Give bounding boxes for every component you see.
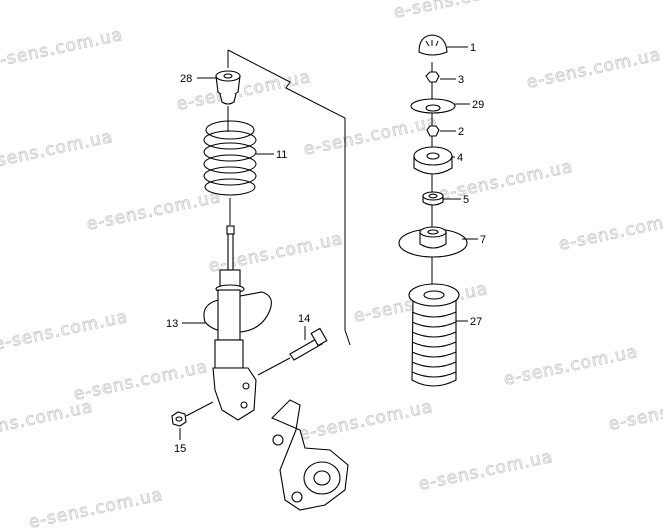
part-13-shock-absorber [203,225,272,421]
watermark: e-sens.com.ua [557,207,663,255]
watermark: e-sens.com.ua [85,187,223,235]
watermark: e-sens.com.ua [417,447,555,495]
watermark: e-sens.com.ua [502,342,640,390]
watermark: e-sens.com.ua [0,25,125,73]
callout-5: 5 [463,194,469,206]
watermark: e-sens.com.ua [0,307,130,355]
part-27-dust-boot [408,283,460,387]
callout-7: 7 [480,234,486,246]
assembly-bracket-line [227,49,351,346]
callout-27: 27 [470,316,482,328]
watermark: e-sens.com.ua [437,157,575,205]
callouts: 1 3 29 2 4 5 7 27 28 11 13 14 15 [166,42,486,455]
part-5-bearing [422,191,444,206]
part-14-bolt [289,327,328,361]
callout-3: 3 [458,74,464,86]
part-4-strut-mount [413,146,453,175]
callout-2: 2 [458,126,464,138]
part-15-nut [171,411,187,427]
callout-4: 4 [457,152,463,164]
watermark: e-sens.com.ua [27,485,165,530]
callout-28: 28 [180,73,192,85]
watermark: e-sens.com.ua [0,127,115,175]
watermark: e-sens.com.ua [607,387,663,435]
watermark: e-sens.com.ua [297,397,435,445]
leader-lines [182,46,478,324]
part-7-spring-seat [398,226,468,258]
part-28-bump-stop [215,70,241,105]
callout-29: 29 [472,99,484,111]
part-1-cap [418,34,448,56]
callout-13: 13 [166,318,178,330]
callout-11: 11 [276,149,287,161]
part-11-coil-spring [203,120,257,196]
callout-14: 14 [298,313,310,325]
watermark: e-sens.com.ua [0,397,95,445]
watermark: e-sens.com.ua [72,357,210,405]
steering-knuckle [271,399,349,511]
watermark: e-sens.com.ua [392,0,530,23]
callout-1: 1 [470,42,476,54]
part-29-washer [410,98,456,114]
watermark: e-sens.com.ua [525,45,663,93]
part-2-nut [426,125,440,137]
callout-15: 15 [174,443,186,455]
part-3-nut [425,71,440,83]
